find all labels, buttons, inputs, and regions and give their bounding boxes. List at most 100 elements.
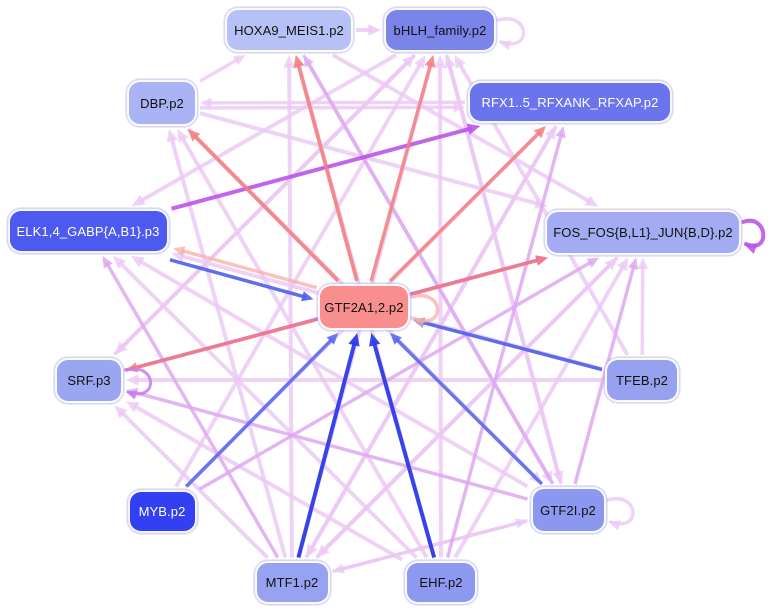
- edge-GTF2A-to-FOS-arrowhead: [535, 255, 549, 266]
- node-label: MYB.p2: [138, 503, 186, 519]
- node-DBP[interactable]: DBP.p2: [125, 78, 199, 128]
- node-SRF[interactable]: SRF.p3: [53, 355, 125, 405]
- node-label: DBP.p2: [140, 95, 184, 111]
- edge-EHF-to-SRF-line: [132, 403, 403, 562]
- self-loop-FOS-arrowhead: [744, 243, 758, 255]
- edge-DBP-to-HOXA9-arrowhead: [233, 55, 246, 66]
- edge-EHF-to-GTF2A-arrowhead: [369, 333, 381, 347]
- node-label: RFX1..5_RFXANK_RFXAP.p2: [481, 94, 659, 110]
- edge-MYB-to-FOS-arrowhead: [586, 257, 600, 268]
- edge-bHLH-to-ELK-line: [138, 53, 398, 204]
- edge-GTF2A-to-bHLH-arrowhead: [425, 55, 436, 68]
- edge-MYB-to-bHLH-arrowhead: [414, 55, 426, 69]
- node-bHLH[interactable]: bHLH_family.p2: [382, 6, 498, 54]
- edge-GTF2I-to-FOS-arrowhead: [628, 257, 639, 270]
- self-loop-GTF2A: [410, 293, 440, 323]
- self-loop-GTF2A-arrowhead: [413, 317, 426, 328]
- edge-MTF1-to-ELK-line: [105, 262, 280, 559]
- edge-GTF2I-to-GTF2A-line: [394, 337, 544, 486]
- edge-MYB-to-FOS-line: [198, 259, 594, 491]
- node-FOS[interactable]: FOS_FOS{B,L1}_JUN{B,D}.p2: [543, 207, 743, 257]
- node-RFX[interactable]: RFX1..5_RFXANK_RFXAP.p2: [466, 79, 674, 125]
- edge-TFEB-to-GTF2A-line: [420, 320, 603, 372]
- edge-TFEB-to-FOS-line: [640, 265, 645, 356]
- node-MYB[interactable]: MYB.p2: [125, 487, 199, 535]
- node-ELK[interactable]: ELK1,4_GABP{A,B1}.p3: [5, 207, 171, 255]
- edge-GTF2A-to-HOXA9-line: [296, 62, 359, 282]
- edge-MTF1-to-HOXA9-line: [287, 63, 294, 558]
- edge-MYB-to-GTF2A-line: [185, 337, 334, 488]
- edge-GTF2A-to-SRF-line: [133, 318, 316, 370]
- edge-RFX-to-DBP-arrowhead: [200, 97, 212, 109]
- edge-TFEB-to-SRF-arrowhead: [126, 374, 139, 386]
- edge-TFEB-to-bHLH-arrowhead: [454, 55, 466, 69]
- edge-GTF2A-to-ELK-arrowhead: [173, 246, 186, 257]
- edge-GTF2A-to-ELK-line: [180, 248, 318, 290]
- edge-GTF2I-to-ELK-arrowhead: [131, 256, 145, 268]
- self-loop-GTF2I-arrowhead: [608, 520, 621, 531]
- edge-GTF2A-to-DBP-line: [192, 133, 340, 283]
- node-label: FOS_FOS{B,L1}_JUN{B,D}.p2: [553, 224, 733, 240]
- edge-bHLH-to-ELK-arrowhead: [131, 194, 146, 206]
- edge-ELK-to-RFX-line: [170, 126, 473, 211]
- edge-HOXA9-to-bHLH-arrowhead: [368, 24, 381, 36]
- edge-GTF2I-to-SRF-line: [133, 390, 528, 501]
- self-loop-SRF-arrowhead: [126, 390, 138, 400]
- edge-EHF-to-FOS-line: [453, 264, 626, 559]
- node-label: ELK1,4_GABP{A,B1}.p3: [16, 223, 160, 239]
- edge-bHLH-to-SRF-line: [119, 53, 417, 350]
- self-loop-bHLH: [496, 16, 526, 46]
- edge-MTF1-to-DBP-line: [169, 136, 288, 559]
- edge-ELK-to-GTF2A-arrowhead: [301, 291, 314, 302]
- edge-GTF2A-to-HOXA9-arrowhead: [293, 55, 305, 69]
- self-loop-FOS: [741, 218, 766, 248]
- node-label: TFEB.p2: [616, 372, 668, 388]
- edge-EHF-to-FOS-arrowhead: [616, 257, 629, 272]
- edge-FOS-to-MTF1-line: [321, 256, 619, 553]
- edge-ELK-to-RFX-arrowhead: [466, 123, 481, 135]
- edge-MTF1-to-GTF2A-arrowhead: [348, 333, 360, 347]
- node-label: EHF.p2: [419, 574, 463, 590]
- edge-ELK-to-GTF2A-line: [169, 258, 307, 299]
- node-TFEB[interactable]: TFEB.p2: [603, 356, 681, 404]
- edge-EHF-to-GTF2A-line: [371, 340, 437, 559]
- edge-HOXA9-to-FOS-line: [331, 53, 592, 204]
- edge-GTF2A-to-RFX-line: [388, 130, 542, 283]
- edge-MTF1-to-SRF-line: [119, 410, 269, 559]
- edge-MTF1-to-DBP-arrowhead: [166, 129, 178, 143]
- edge-bHLH-to-GTF2I-line: [444, 54, 561, 476]
- node-MTF1[interactable]: MTF1.p2: [252, 558, 332, 606]
- node-GTF2A[interactable]: GTF2A1,2.p2: [316, 282, 412, 332]
- node-HOXA9[interactable]: HOXA9_MEIS1.p2: [223, 6, 355, 54]
- edge-GTF2I-to-MTF1-line: [339, 518, 528, 572]
- edge-RFX-to-DBP-line: [207, 100, 466, 105]
- edge-GTF2I-to-ELK-line: [137, 258, 529, 489]
- edge-GTF2I-to-MTF1-arrowhead: [332, 563, 345, 574]
- edge-GTF2I-to-HOXA9-arrowhead: [303, 55, 314, 68]
- edge-DBP-to-RFX-line: [200, 105, 458, 110]
- edge-GTF2I-to-FOS-line: [573, 264, 636, 485]
- edge-MTF1-to-HOXA9-arrowhead: [283, 55, 296, 68]
- node-GTF2I[interactable]: GTF2I.p2: [528, 485, 608, 535]
- self-loop-bHLH-arrowhead: [499, 40, 512, 51]
- edge-DBP-to-HOXA9-line: [199, 57, 240, 83]
- node-label: SRF.p3: [67, 372, 111, 388]
- edge-bHLH-to-GTF2I-arrowhead: [552, 470, 564, 484]
- edge-GTF2A-to-bHLH-line: [369, 62, 433, 282]
- node-EHF[interactable]: EHF.p2: [403, 558, 479, 606]
- edge-HOXA9-to-FOS-arrowhead: [584, 195, 599, 207]
- node-label: bHLH_family.p2: [393, 22, 487, 38]
- self-loop-GTF2I: [605, 496, 635, 526]
- edge-TFEB-to-FOS-arrowhead: [637, 257, 648, 269]
- edge-MTF1-to-GTF2A-line: [296, 341, 357, 559]
- node-label: MTF1.p2: [265, 574, 319, 590]
- edge-RFX-to-MTF1-arrowhead: [306, 543, 318, 558]
- edge-EHF-to-RFX-arrowhead: [555, 126, 566, 139]
- edge-EHF-to-SRF-arrowhead: [126, 401, 140, 413]
- edge-MTF1-to-ELK-arrowhead: [102, 256, 113, 269]
- edge-GTF2I-to-HOXA9-line: [306, 61, 555, 485]
- node-label: HOXA9_MEIS1.p2: [234, 22, 344, 38]
- edge-EHF-to-bHLH-arrowhead: [434, 55, 446, 68]
- self-loop-SRF: [123, 367, 152, 396]
